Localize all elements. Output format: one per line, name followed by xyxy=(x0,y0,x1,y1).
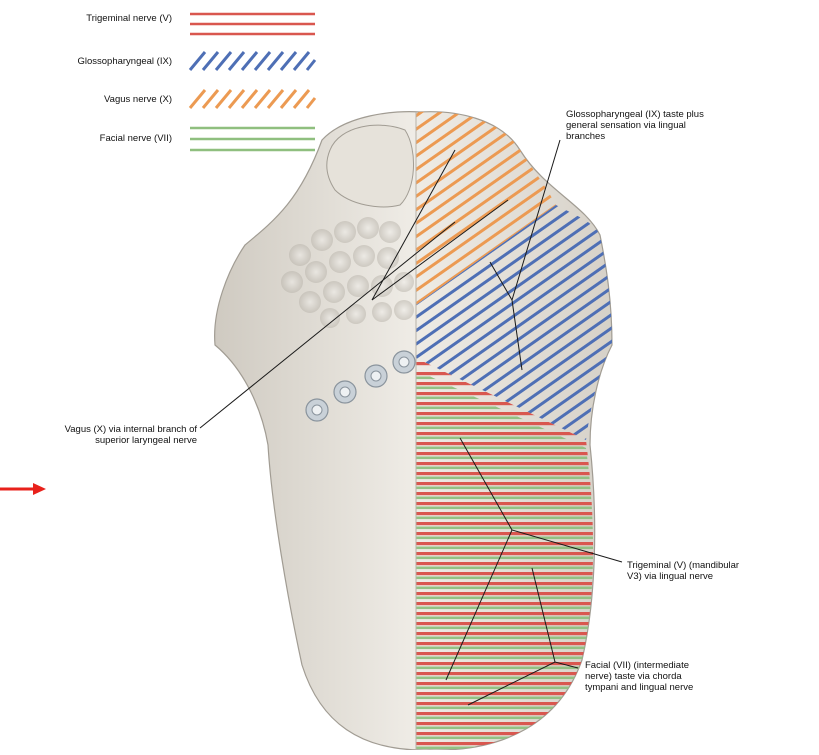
red-arrow-icon xyxy=(0,483,46,495)
epiglottis-shape xyxy=(327,125,414,207)
callout-facial-line-3: tympani and lingual nerve xyxy=(585,682,693,693)
legend-swatch-facial xyxy=(190,128,315,150)
legend-label-glossopharyngeal: Glossopharyngeal (IX) xyxy=(77,56,172,68)
callout-vagus-line-1: Vagus (X) via internal branch of xyxy=(65,424,197,435)
callout-trigeminal-line-1: Trigeminal (V) (mandibular xyxy=(627,560,739,571)
callout-facial-line-2: nerve) taste via chorda xyxy=(585,671,693,682)
legend-swatch-trigeminal xyxy=(190,14,315,34)
callout-glossopharyngeal-line-2: general sensation via lingual xyxy=(566,120,704,131)
callout-glossopharyngeal-line-3: branches xyxy=(566,131,704,142)
legend-label-facial: Facial nerve (VII) xyxy=(100,133,172,145)
innervation-zones xyxy=(416,112,612,750)
legend-swatch-glossopharyngeal xyxy=(190,52,315,70)
callout-facial-line-1: Facial (VII) (intermediate xyxy=(585,660,693,671)
callout-trigeminal-line-2: V3) via lingual nerve xyxy=(627,571,739,582)
callout-glossopharyngeal: Glossopharyngeal (IX) taste plus general… xyxy=(566,109,704,142)
legend-label-trigeminal: Trigeminal nerve (V) xyxy=(86,13,172,25)
callout-trigeminal: Trigeminal (V) (mandibular V3) via lingu… xyxy=(627,560,739,582)
legend-label-vagus: Vagus nerve (X) xyxy=(104,94,172,106)
callout-glossopharyngeal-line-1: Glossopharyngeal (IX) taste plus xyxy=(566,109,704,120)
callout-vagus-line-2: superior laryngeal nerve xyxy=(65,435,197,446)
legend-swatches xyxy=(190,14,315,150)
legend-swatch-vagus xyxy=(190,90,315,108)
callout-facial: Facial (VII) (intermediate nerve) taste … xyxy=(585,660,693,693)
callout-vagus: Vagus (X) via internal branch of superio… xyxy=(65,424,197,446)
